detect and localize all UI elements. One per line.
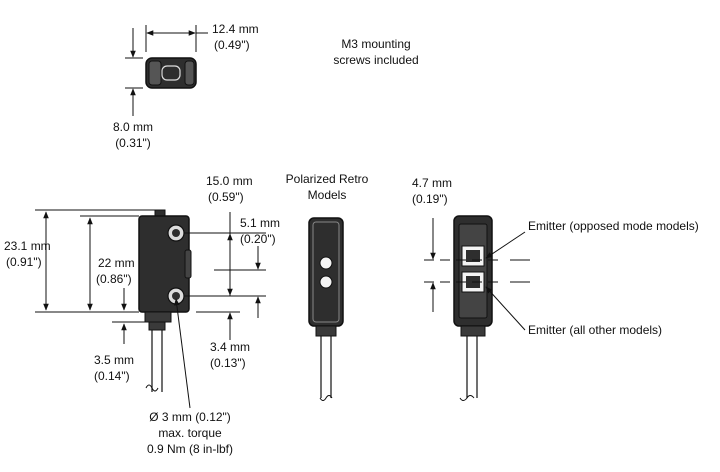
top-height-mm: 8.0 mm xyxy=(112,120,153,134)
bottom-offset-mm: 3.5 mm xyxy=(94,353,135,367)
top-view-sensor xyxy=(145,57,197,89)
top-width-mm: 12.4 mm xyxy=(212,22,259,36)
overall-height-in: (0.91") xyxy=(6,255,42,269)
lower-offset-in: (0.13") xyxy=(210,356,246,370)
lens-offset-mm: 5.1 mm xyxy=(240,216,281,230)
hole-spacing-mm: 22 mm xyxy=(98,256,135,270)
top-width-in: (0.49") xyxy=(214,38,250,52)
torque-label: max. torque xyxy=(158,426,222,440)
retro-view-sensor xyxy=(308,217,344,401)
hole-diameter: Ø 3 mm (0.12") xyxy=(149,410,231,424)
top-depth-in: (0.59") xyxy=(208,190,244,204)
torque-value: 0.9 Nm (8 in-lbf) xyxy=(146,442,234,456)
top-height-in: (0.31") xyxy=(115,136,151,150)
front-width-in: (0.19") xyxy=(412,192,448,206)
top-depth-mm: 15.0 mm xyxy=(206,174,253,188)
front-view-dimensions xyxy=(424,218,530,331)
front-view-sensor xyxy=(453,215,493,401)
note-line-2: screws included xyxy=(333,53,419,67)
retro-title-1: Polarized Retro xyxy=(285,172,369,186)
bottom-offset-in: (0.14") xyxy=(94,369,130,383)
top-view-width-dimension xyxy=(145,25,208,52)
top-view-height-dimension xyxy=(125,28,143,116)
side-view-sensor xyxy=(138,209,192,392)
front-width-mm: 4.7 mm xyxy=(412,176,453,190)
retro-title-2: Models xyxy=(307,188,347,202)
emitter-other-label: Emitter (all other models) xyxy=(528,323,663,337)
note-line-1: M3 mounting xyxy=(341,37,411,51)
hole-spacing-in: (0.86") xyxy=(96,272,132,286)
lens-offset-in: (0.20") xyxy=(240,232,276,246)
emitter-opposed-label: Emitter (opposed mode models) xyxy=(528,219,699,233)
side-view-dimensions xyxy=(35,209,266,409)
lower-offset-mm: 3.4 mm xyxy=(210,340,251,354)
overall-height-mm: 23.1 mm xyxy=(4,239,51,253)
